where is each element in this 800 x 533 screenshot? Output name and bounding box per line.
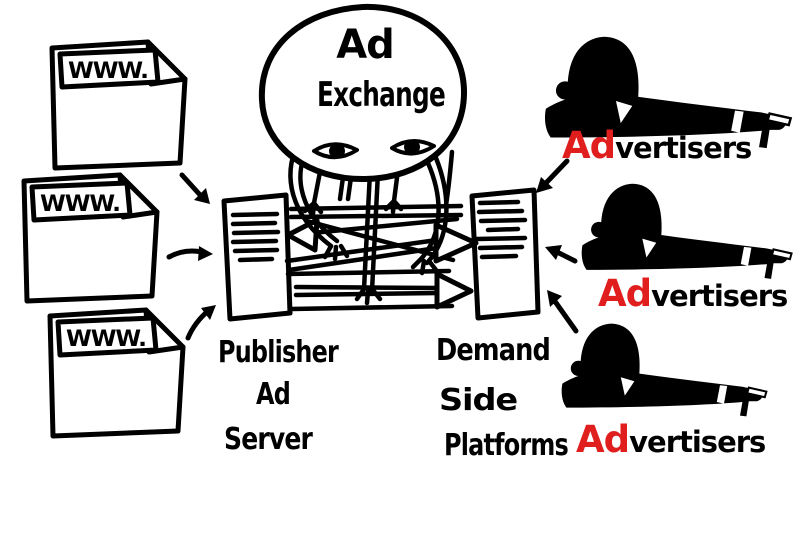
arrow-icon: [543, 158, 570, 186]
advertisers-label-1: Advertisers: [562, 124, 751, 167]
www-label: WWW.: [66, 327, 146, 352]
publisher-label-line1: Publisher: [218, 335, 339, 370]
arrowhead-icon: [547, 290, 562, 307]
octopus-pupil-left: [329, 143, 345, 159]
dsp-label-line3: Platforms: [444, 428, 568, 463]
ad-exchange-octopus: Ad Exchange: [258, 3, 468, 306]
arrowhead-icon: [201, 305, 216, 320]
advertisers-label-1-ad: Ad: [562, 124, 615, 167]
publisher-ad-server-doc: [221, 192, 293, 322]
publisher-label-line2: Ad: [256, 377, 290, 412]
publisher-label-line3: Server: [224, 422, 313, 457]
advertisers-label-1-rest: vertisers: [615, 131, 751, 165]
arrow-line: [285, 268, 452, 277]
arrow-icon: [179, 172, 204, 199]
address-bar: [29, 180, 133, 223]
www-label: WWW.: [68, 59, 148, 84]
advertiser-figure-2: [580, 182, 793, 280]
address-bar: [55, 315, 159, 358]
website-doc-3: WWW.: [47, 307, 186, 439]
website-doc-2: WWW.: [21, 172, 160, 304]
octopus-head: [258, 3, 468, 183]
advertisers-label-3-rest: vertisers: [629, 425, 765, 459]
arrowhead-right-icon: [434, 271, 474, 310]
address-bar: [57, 47, 161, 90]
arrowhead-icon: [194, 188, 210, 204]
advertisers-label-2-ad: Ad: [598, 272, 651, 315]
www-label: WWW.: [40, 192, 120, 217]
arrow-line: [304, 218, 456, 263]
arrowhead-icon: [198, 246, 213, 261]
arrow-line: [284, 237, 440, 264]
advertisers-label-2-rest: vertisers: [651, 279, 787, 313]
arrow-icon: [554, 249, 578, 264]
arrow-line: [286, 245, 440, 273]
advertisers-label-3: Advertisers: [576, 418, 765, 461]
advertiser-figure-3: [560, 322, 768, 418]
arrow-line: [293, 284, 442, 291]
arrows-advertisers-to-dsp: [536, 158, 579, 334]
doc-text-lines: [473, 199, 528, 260]
dsp-label-line2: Side: [439, 383, 517, 418]
arrow-line: [289, 303, 455, 312]
dsp-label-line1: Demand: [436, 333, 550, 368]
arrow-icon: [166, 248, 205, 260]
ad-exchange-label-line1: Ad: [336, 22, 394, 68]
arrow-icon: [551, 297, 579, 334]
demand-side-platforms-doc: [469, 187, 541, 321]
arrowhead-right-icon: [433, 222, 479, 264]
publisher-ad-server-label: Publisher Ad Server: [218, 335, 340, 457]
demand-side-platforms-label: Demand Side Platforms: [436, 333, 569, 463]
website-doc-1: WWW.: [49, 39, 188, 171]
advertisers-label-3-ad: Ad: [576, 418, 629, 461]
arrowhead-icon: [536, 177, 553, 193]
advertisers-label-2: Advertisers: [598, 272, 787, 315]
octopus-pupil-right: [404, 139, 420, 155]
ad-exchange-label-line2: Exchange: [317, 75, 445, 115]
arrows-websites-to-publisher: [166, 172, 216, 341]
arrow-icon: [185, 308, 211, 341]
arrowhead-icon: [545, 245, 562, 260]
octopus-tentacles: [288, 143, 455, 306]
doc-text-lines: [230, 211, 281, 263]
